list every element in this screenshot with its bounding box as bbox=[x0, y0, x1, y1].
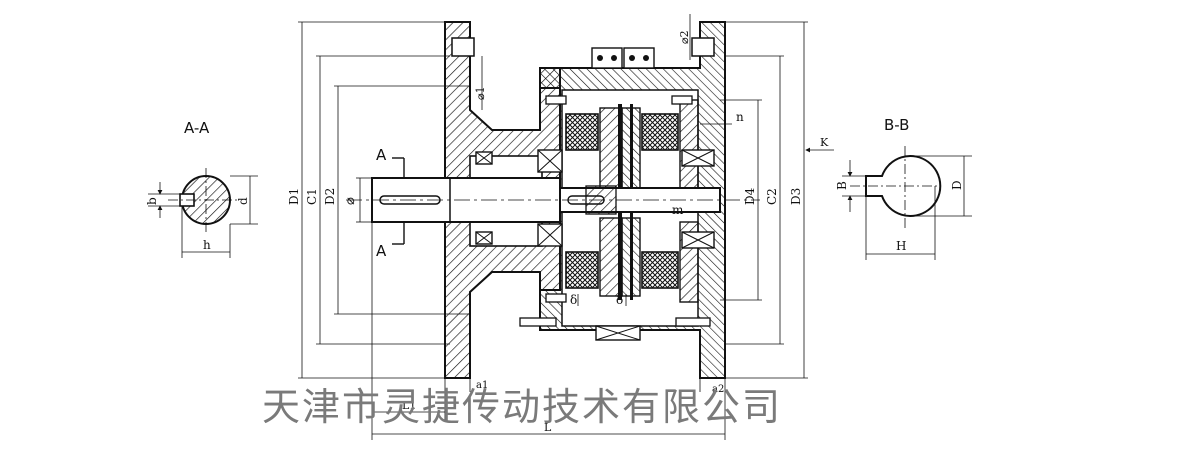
label-k: K bbox=[820, 136, 829, 149]
dim-C2: C2 bbox=[765, 188, 779, 205]
label-m: m bbox=[672, 203, 684, 217]
label-L: L bbox=[544, 421, 552, 434]
main-assembly-view: A A D1 C1 D2 ⌀ D4 C2 D3 ⌀1 bbox=[287, 14, 834, 440]
bearing-right-top bbox=[681, 149, 715, 167]
dim-D3: D3 bbox=[789, 188, 803, 205]
section-mark-a-top: A bbox=[376, 146, 387, 164]
dim-H: H bbox=[896, 239, 906, 253]
dim-B: B bbox=[835, 181, 849, 190]
section-mark-a-bottom: A bbox=[376, 242, 387, 260]
bearing-right-bottom bbox=[681, 231, 715, 249]
dim-b: b bbox=[145, 197, 159, 205]
company-watermark: 天津市灵捷传动技术有限公司 bbox=[262, 385, 782, 429]
label-a1: a1 bbox=[476, 380, 488, 391]
bottom-terminal bbox=[595, 325, 641, 341]
bearing-left-top bbox=[475, 151, 493, 165]
dim-D: D bbox=[950, 180, 964, 190]
label-a2: a2 bbox=[712, 384, 724, 395]
dim-h: h bbox=[203, 238, 211, 252]
dim-phi2: ⌀2 bbox=[678, 30, 691, 44]
dim-d: d bbox=[236, 197, 250, 205]
label-delta-left: δ bbox=[570, 293, 577, 307]
label-L1: L1 bbox=[402, 399, 416, 412]
label-delta-right: δ bbox=[616, 293, 623, 307]
section-bb-title: B-B bbox=[884, 116, 909, 134]
dim-D4: D4 bbox=[743, 187, 757, 205]
dim-D2: D2 bbox=[323, 188, 337, 205]
section-aa-title: A-A bbox=[184, 119, 210, 137]
terminal-block bbox=[591, 47, 655, 69]
bearing-mid-top bbox=[537, 149, 563, 173]
dim-phi1: ⌀1 bbox=[474, 86, 487, 100]
dim-C1: C1 bbox=[305, 188, 319, 205]
dim-phi-shaft: ⌀ bbox=[343, 197, 358, 205]
dim-D1: D1 bbox=[287, 188, 301, 205]
bearing-mid-bottom bbox=[537, 223, 563, 247]
section-bb: B-B B D H bbox=[835, 116, 972, 260]
bearing-left-bottom bbox=[475, 231, 493, 245]
label-n: n bbox=[736, 110, 744, 124]
section-aa: A-A b d h bbox=[145, 119, 258, 258]
